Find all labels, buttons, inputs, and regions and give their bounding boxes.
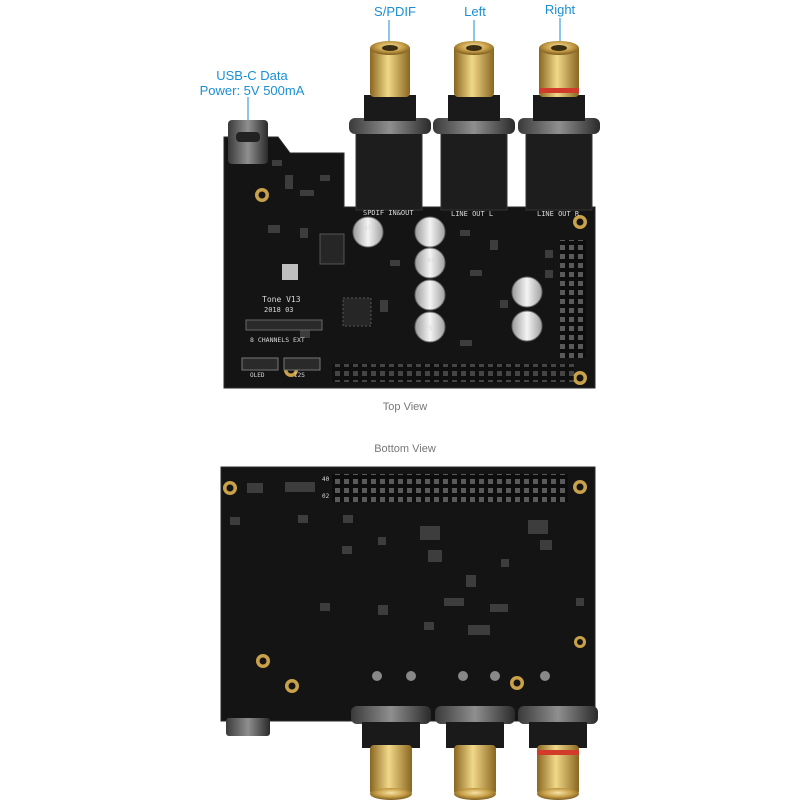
inductor: [282, 264, 298, 280]
silk-line-out-l: LINE OUT L: [451, 210, 493, 218]
top-view-caption: Top View: [382, 401, 428, 413]
usb-callout: USB-C Data Power: 5V 500mA: [192, 68, 312, 98]
rca-jack-left-bottom: [435, 706, 515, 800]
cap-label-t57: T57: [425, 325, 436, 332]
oled-connector: [241, 357, 279, 371]
cap-label-16s: 16s.: [424, 257, 438, 264]
rca-jack-spdif-bottom: [351, 706, 431, 800]
usb-callout-line1: USB-C Data: [216, 68, 288, 83]
usb-callout-line2: Power: 5V 500mA: [199, 83, 305, 98]
pin-row-top: [332, 364, 574, 382]
left-callout: Left: [464, 4, 486, 19]
rca-jack-spdif-top: [349, 41, 431, 211]
silk-line-out-r: LINE OUT R: [537, 210, 580, 218]
smd-components-top: [268, 160, 553, 346]
spdif-callout: S/PDIF: [374, 4, 416, 19]
silk-date: 2018 03: [264, 306, 294, 314]
silk-oled: OLED: [250, 372, 265, 379]
top-board: SPDIF IN&OUT LINE OUT L LINE OUT R Tone …: [223, 41, 600, 389]
right-callout: Right: [544, 2, 576, 17]
bottom-board: 40 02: [220, 466, 598, 800]
rca-jack-right-bottom: [518, 706, 598, 800]
silk-spdif: SPDIF IN&OUT: [363, 209, 414, 217]
silk-tone: Tone V13: [262, 295, 301, 304]
silk-pin40: 40: [322, 476, 330, 483]
i2s-connector: [283, 357, 321, 371]
silk-channels: 8 CHANNELS EXT: [250, 336, 305, 344]
mounting-holes-bottom: [223, 480, 587, 693]
rca-jack-right-top: [518, 41, 600, 211]
gpio-header-top: [560, 240, 586, 358]
capacitors: [352, 216, 543, 343]
silk-i2s: I2S: [294, 372, 305, 379]
ext-connector: [245, 319, 323, 331]
jack-pads: [372, 671, 550, 681]
gpio-header-bottom: [332, 474, 568, 502]
main-ic: [342, 297, 372, 327]
rca-jack-left-top: [433, 41, 515, 211]
smd-components-bottom: [230, 482, 584, 635]
regulator-ic: [319, 233, 345, 265]
silk-pin2: 02: [322, 493, 330, 500]
bottom-view-caption: Bottom View: [374, 443, 436, 455]
cap-label-47: 47: [364, 225, 372, 232]
usb-c-port-bottom: [226, 718, 270, 736]
